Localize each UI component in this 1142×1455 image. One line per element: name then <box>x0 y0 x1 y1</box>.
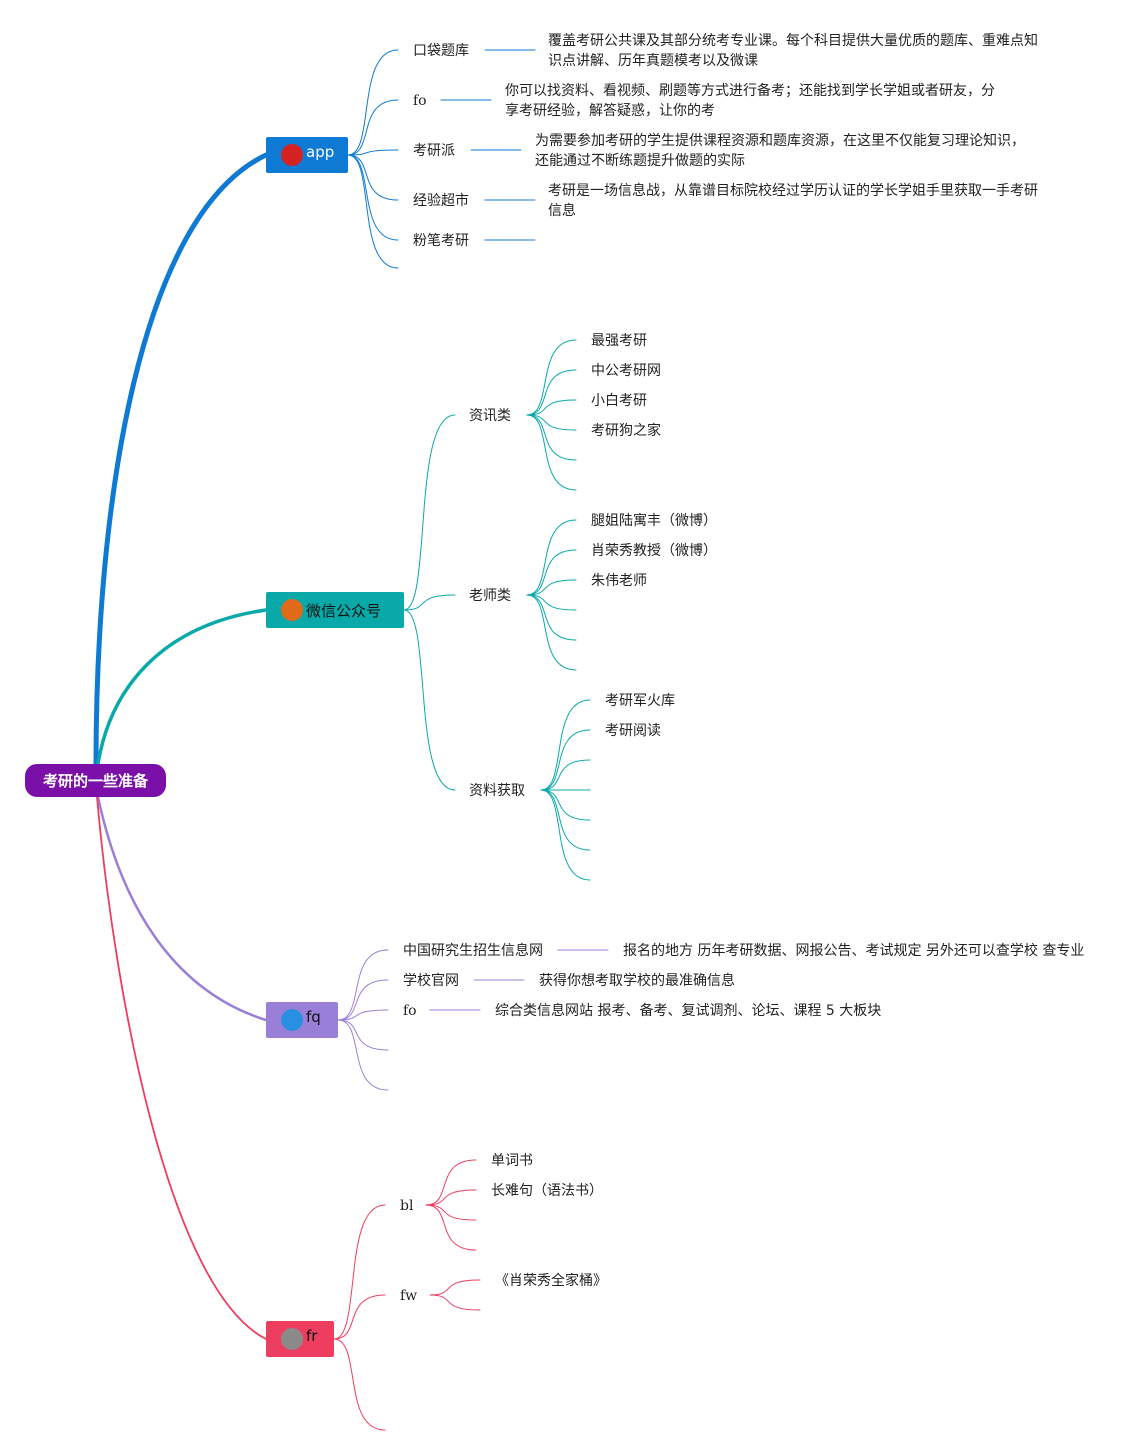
root-to-fr-line <box>96 796 267 1340</box>
fr-bl-line <box>425 1189 477 1206</box>
wechat-news-line <box>526 339 577 416</box>
wechat-teacher-line <box>526 519 577 596</box>
wechat-resource-line <box>540 699 591 791</box>
wechat-news-line <box>526 399 577 416</box>
fq-item-fo[interactable]: fo <box>403 1003 417 1019</box>
wechat-resource-item[interactable]: 考研军火库 <box>605 693 675 709</box>
fr-group-bl[interactable]: bl <box>400 1198 414 1214</box>
wechat-group-teachers[interactable]: 老师类 <box>469 588 511 604</box>
wechat-teacher-item[interactable]: 朱伟老师 <box>591 573 647 589</box>
root-to-app-line <box>93 152 269 767</box>
branch-wechat-label: 微信公众号 <box>306 601 382 620</box>
wechat-group-line-teachers <box>403 594 456 611</box>
fr-bl-item[interactable]: 单词书 <box>491 1153 533 1169</box>
branch-app-node[interactable]: 1 app <box>266 137 348 173</box>
wechat-resource-line <box>540 789 591 821</box>
wechat-teacher-line <box>526 594 577 641</box>
fr-bl-line <box>425 1159 477 1206</box>
fr-group-line <box>333 1204 386 1340</box>
fr-fw-line <box>429 1294 481 1311</box>
app-item-fo-desc: 你可以找资料、看视频、刷题等方式进行备考；还能找到学长学姐或者研友，分享考研经验… <box>505 83 995 119</box>
root-to-wechat-line <box>96 608 268 766</box>
fq-child-line <box>337 979 389 1021</box>
fr-group-line <box>333 1294 386 1340</box>
app-item-jingyan-desc: 考研是一场信息战，从靠谱目标院校经过学历认证的学长学姐手里获取一手考研信息 <box>548 183 1038 219</box>
fq-item-school-site[interactable]: 学校官网 <box>403 973 459 989</box>
wechat-news-line <box>526 414 577 461</box>
wechat-resource-line <box>540 729 591 791</box>
app-item-fenbi[interactable]: 粉笔考研 <box>413 233 469 249</box>
fr-bl-item[interactable]: 长难句（语法书） <box>491 1183 603 1199</box>
root-node[interactable]: 考研的一些准备 <box>25 764 166 797</box>
app-child-line <box>347 154 399 241</box>
wechat-group-news[interactable]: 资讯类 <box>469 408 511 424</box>
wechat-resource-line <box>540 789 591 851</box>
wechat-teacher-item[interactable]: 腿姐陆寓丰（微博） <box>591 513 717 529</box>
wechat-teacher-line <box>526 594 577 611</box>
app-item-jingyan[interactable]: 经验超市 <box>413 193 469 209</box>
fr-bl-line <box>425 1204 477 1251</box>
wechat-teacher-line <box>526 594 577 671</box>
root-to-fq-line <box>96 795 268 1022</box>
wechat-news-line <box>526 414 577 491</box>
fr-bl-line <box>425 1204 477 1221</box>
app-child-line <box>347 149 399 156</box>
number-4-icon: 4 <box>281 1328 303 1350</box>
app-item-kaoyanpai[interactable]: 考研派 <box>413 143 455 159</box>
branch-app-label: app <box>306 143 335 161</box>
fq-item-yanzhao[interactable]: 中国研究生招生信息网 <box>403 943 543 959</box>
branch-fr-node[interactable]: 4 fr <box>266 1321 334 1357</box>
fq-child-line <box>337 1009 389 1021</box>
wechat-resource-item[interactable]: 考研阅读 <box>605 723 661 739</box>
branch-fr-label: fr <box>306 1327 318 1345</box>
wechat-resource-line <box>540 759 591 791</box>
wechat-news-line <box>526 369 577 416</box>
app-child-line <box>347 154 399 201</box>
app-item-kaoyanpai-desc: 为需要参加考研的学生提供课程资源和题库资源，在这里不仅能复习理论知识，还能通过不… <box>535 133 1025 169</box>
branch-fq-node[interactable]: 3 fq <box>266 1002 338 1038</box>
wechat-teacher-item[interactable]: 肖荣秀教授（微博） <box>591 543 717 559</box>
wechat-group-resources[interactable]: 资料获取 <box>469 783 525 799</box>
app-item-fo[interactable]: fo <box>413 93 427 109</box>
wechat-teacher-line <box>526 549 577 596</box>
fq-child-line <box>337 1019 389 1091</box>
wechat-resource-line <box>540 789 591 881</box>
wechat-news-item[interactable]: 最强考研 <box>591 333 647 349</box>
app-item-koudai-desc: 覆盖考研公共课及其部分统考专业课。每个科目提供大量优质的题库、重难点知识点讲解、… <box>548 33 1038 69</box>
wechat-news-item[interactable]: 中公考研网 <box>591 363 661 379</box>
wechat-group-line-resources <box>403 609 456 791</box>
fq-child-line <box>337 949 389 1021</box>
fq-child-line <box>337 1019 389 1051</box>
wechat-group-line-news <box>403 414 456 611</box>
number-2-icon: 2 <box>281 599 303 621</box>
number-3-icon: 3 <box>281 1009 303 1031</box>
branch-fq-label: fq <box>306 1008 321 1026</box>
branch-wechat-node[interactable]: 2 微信公众号 <box>266 592 404 628</box>
wechat-news-line <box>526 414 577 431</box>
fr-group-fw[interactable]: fw <box>400 1288 418 1304</box>
root-label: 考研的一些准备 <box>42 772 148 790</box>
number-1-icon: 1 <box>281 144 303 166</box>
app-child-line <box>347 49 399 156</box>
fr-group-line <box>333 1338 386 1431</box>
fr-fw-line <box>429 1279 481 1296</box>
wechat-teacher-line <box>526 579 577 596</box>
wechat-news-item[interactable]: 考研狗之家 <box>591 423 661 439</box>
fq-item-fo-desc: 综合类信息网站 报考、备考、复试调剂、论坛、课程 5 大板块 <box>495 1003 882 1019</box>
fq-item-yanzhao-desc: 报名的地方 历年考研数据、网报公告、考试规定 另外还可以查学校 查专业 <box>623 943 1085 959</box>
fr-fw-item[interactable]: 《肖荣秀全家桶》 <box>495 1273 607 1289</box>
fq-item-school-site-desc: 获得你想考取学校的最准确信息 <box>539 973 735 989</box>
wechat-news-item[interactable]: 小白考研 <box>591 393 647 409</box>
app-item-koudai[interactable]: 口袋题库 <box>413 43 469 59</box>
app-child-line <box>347 99 399 156</box>
app-child-line <box>347 154 399 269</box>
